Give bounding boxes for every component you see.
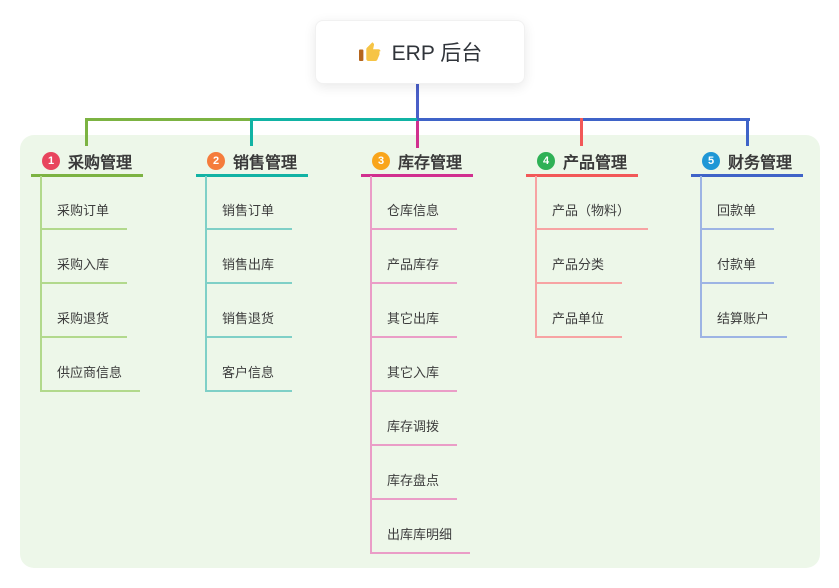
node-item[interactable]: 仓库信息 xyxy=(372,200,458,230)
branch-title-finance[interactable]: 5 财务管理 xyxy=(702,149,792,173)
node-item[interactable]: 产品分类 xyxy=(537,254,623,284)
subtree-sales: 销售订单 销售出库 销售退货 客户信息 xyxy=(205,176,293,392)
node-item[interactable]: 供应商信息 xyxy=(42,362,141,392)
node-item[interactable]: 采购入库 xyxy=(42,254,128,284)
branch-number-badge: 3 xyxy=(372,152,390,170)
branch-title-sales[interactable]: 2 销售管理 xyxy=(207,149,297,173)
branch-title-label: 财务管理 xyxy=(728,155,793,172)
node-item[interactable]: 结算账户 xyxy=(702,308,788,338)
branch-title-label: 库存管理 xyxy=(398,155,463,172)
branches-panel-background xyxy=(20,135,820,568)
node-item[interactable]: 产品单位 xyxy=(537,308,623,338)
branch-number-badge: 1 xyxy=(42,152,60,170)
root-node-label: ERP 后台 xyxy=(391,42,483,65)
connector-drop-sales xyxy=(250,118,253,146)
node-item[interactable]: 销售退货 xyxy=(207,308,293,338)
node-item[interactable]: 出库库明细 xyxy=(372,524,471,554)
node-item[interactable]: 付款单 xyxy=(702,254,775,284)
branch-title-product[interactable]: 4 产品管理 xyxy=(537,149,627,173)
branch-number-badge: 2 xyxy=(207,152,225,170)
branch-underline-inventory xyxy=(361,174,473,177)
branch-underline-finance xyxy=(691,174,803,177)
branch-title-inventory[interactable]: 3 库存管理 xyxy=(372,149,462,173)
branch-underline-sales xyxy=(196,174,308,177)
branch-underline-purchase xyxy=(31,174,143,177)
branch-number-badge: 5 xyxy=(702,152,720,170)
node-item[interactable]: 销售出库 xyxy=(207,254,293,284)
node-item[interactable]: 其它入库 xyxy=(372,362,458,392)
branch-title-purchase[interactable]: 1 采购管理 xyxy=(42,149,132,173)
node-item[interactable]: 产品库存 xyxy=(372,254,458,284)
node-item[interactable]: 采购退货 xyxy=(42,308,128,338)
node-item[interactable]: 库存盘点 xyxy=(372,470,458,500)
branch-number-badge: 4 xyxy=(537,152,555,170)
node-item[interactable]: 客户信息 xyxy=(207,362,293,392)
connector-horizontal-teal xyxy=(251,118,420,121)
branch-title-label: 产品管理 xyxy=(563,155,628,172)
subtree-product: 产品（物料） 产品分类 产品单位 xyxy=(535,176,649,338)
connector-horizontal-green xyxy=(86,118,254,121)
thumbs-up-icon xyxy=(358,40,382,64)
node-item[interactable]: 库存调拨 xyxy=(372,416,458,446)
node-item[interactable]: 销售订单 xyxy=(207,200,293,230)
node-item[interactable]: 采购订单 xyxy=(42,200,128,230)
root-node[interactable]: ERP 后台 xyxy=(315,20,525,84)
connector-horizontal-blue xyxy=(417,118,750,121)
subtree-purchase: 采购订单 采购入库 采购退货 供应商信息 xyxy=(40,176,141,392)
node-item[interactable]: 回款单 xyxy=(702,200,775,230)
branch-title-label: 销售管理 xyxy=(233,155,298,172)
subtree-inventory: 仓库信息 产品库存 其它出库 其它入库 库存调拨 库存盘点 出库库明细 xyxy=(370,176,471,554)
branch-title-label: 采购管理 xyxy=(68,155,133,172)
connector-root-vertical xyxy=(416,82,419,121)
node-item[interactable]: 产品（物料） xyxy=(537,200,649,230)
branch-underline-product xyxy=(526,174,638,177)
connector-drop-product xyxy=(580,118,583,146)
connector-drop-finance xyxy=(746,118,749,146)
node-item[interactable]: 其它出库 xyxy=(372,308,458,338)
connector-drop-purchase xyxy=(85,118,88,146)
subtree-finance: 回款单 付款单 结算账户 xyxy=(700,176,788,338)
connector-drop-inventory xyxy=(416,121,419,148)
